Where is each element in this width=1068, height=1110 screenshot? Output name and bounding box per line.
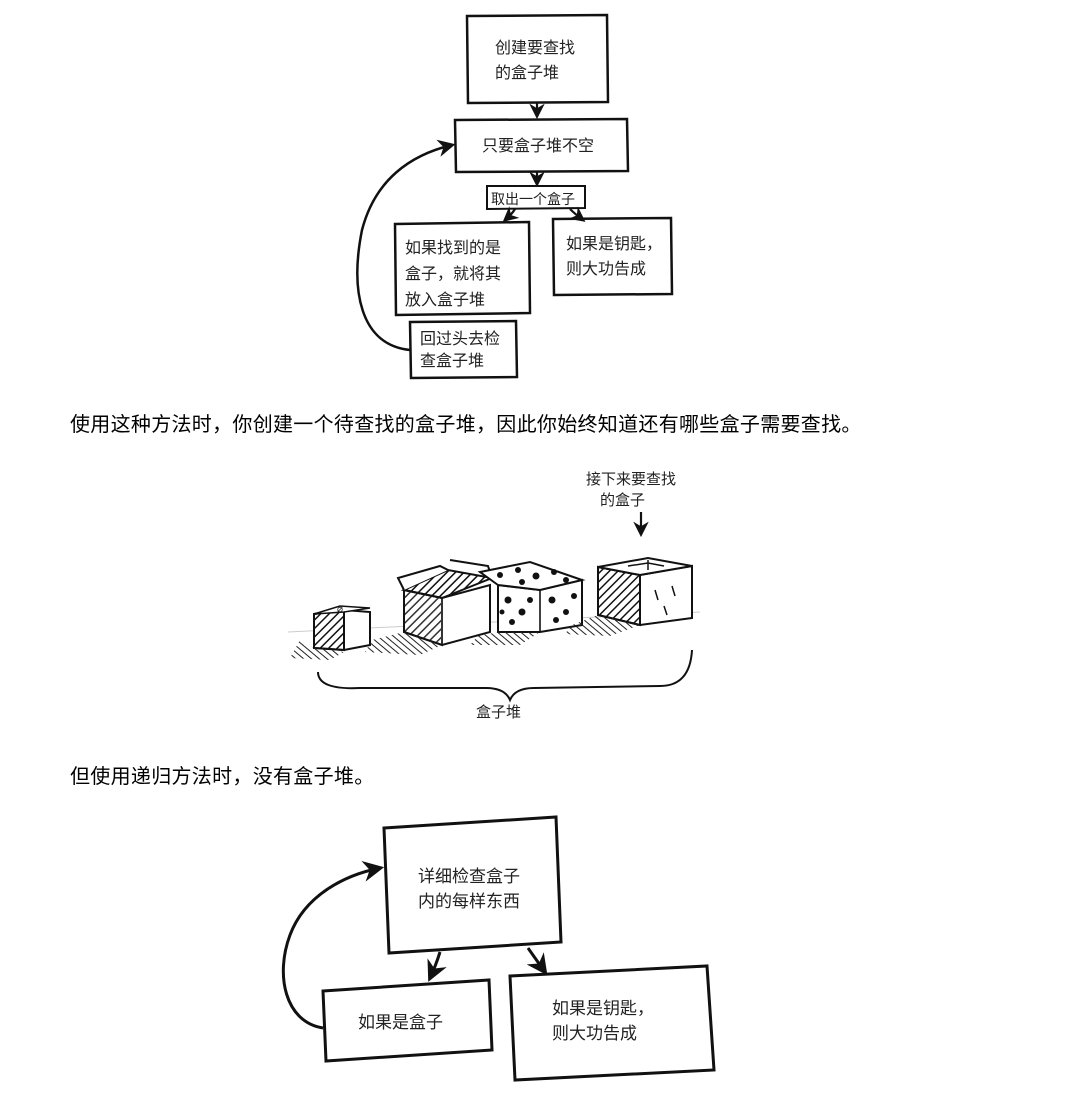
go-back-box	[408, 319, 519, 380]
recursive-flowchart	[281, 815, 716, 1082]
if-box-box	[393, 220, 532, 317]
go-back-line2: 查盒子堆	[420, 351, 484, 370]
if-box-line3: 放入盒子堆	[405, 290, 485, 309]
recursive-if-box-label: 如果是盒子	[358, 1013, 443, 1033]
take-box-label: 取出一个盒子	[491, 191, 575, 208]
recursive-if-box-box	[321, 978, 494, 1063]
go-back-line1: 回过头去检	[420, 329, 500, 348]
if-key-line1: 如果是钥匙，	[566, 234, 662, 253]
pile-brace	[317, 649, 693, 703]
create-pile-line1: 创建要查找	[495, 38, 575, 57]
if-box-line1: 如果找到的是	[405, 238, 501, 257]
recursive-if-key-line2: 则大功告成	[552, 1024, 637, 1044]
inspect-box	[382, 815, 563, 955]
loop-arrow-back	[356, 139, 456, 352]
recursive-if-key-line1: 如果是钥匙，	[552, 999, 654, 1019]
while-not-empty-label: 只要盒子堆不空	[482, 136, 594, 155]
pile-label: 盒子堆	[476, 703, 521, 721]
while-not-empty-box	[453, 117, 630, 174]
arrow-inspect-to-ifbox	[427, 951, 447, 982]
recursive-loop-arrow	[281, 861, 385, 1030]
next-box	[565, 556, 693, 636]
arrow-take-to-ifbox	[502, 206, 520, 223]
create-pile-box	[465, 13, 610, 105]
inspect-line1: 详细检查盒子	[418, 867, 520, 887]
create-pile-line2: 的盒子堆	[495, 63, 559, 82]
box-pile-illustration: ⌀	[287, 512, 701, 703]
svg-text:⌀: ⌀	[337, 604, 343, 615]
next-box-label-line1: 接下来要查找	[586, 470, 676, 488]
arrow-inspect-to-ifkey	[526, 947, 548, 976]
if-box-line2: 盒子，就将其	[405, 264, 501, 283]
paragraph-recursive: 但使用递归方法时，没有盒子堆。	[70, 764, 375, 788]
if-key-line2: 则大功告成	[566, 259, 646, 278]
open-box	[365, 559, 496, 655]
if-key-box	[551, 216, 674, 297]
small-box: ⌀	[290, 604, 371, 660]
inspect-line2: 内的每样东西	[418, 892, 520, 912]
recursive-if-key-box	[508, 964, 716, 1082]
paragraph-iterative: 使用这种方法时，你创建一个待查找的盒子堆，因此你始终知道还有哪些盒子需要查找。	[70, 412, 862, 436]
next-box-label-line2: 的盒子	[600, 491, 645, 509]
